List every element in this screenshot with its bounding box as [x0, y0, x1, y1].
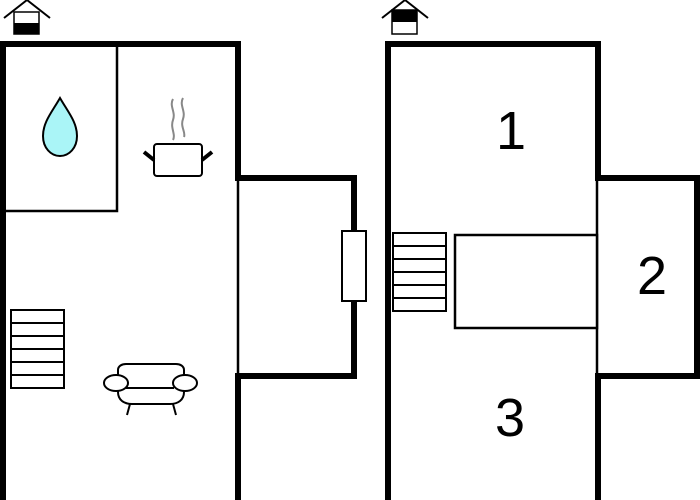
upper-floor-annex-wall	[595, 175, 700, 379]
stair-landing-void	[453, 233, 599, 330]
stairs-icon	[392, 232, 447, 312]
room-label-2: 2	[637, 246, 667, 306]
ground-floor-plan	[0, 0, 367, 500]
bathroom-partition-wall	[3, 44, 119, 213]
upper-floor-outer-wall	[385, 41, 601, 500]
upper-floor-plan: 1 2 3	[381, 0, 700, 500]
kitchen-pot-icon	[142, 97, 214, 177]
house-ground-floor-icon	[3, 0, 51, 35]
stairs-icon	[10, 309, 65, 389]
room-label-3: 3	[495, 388, 525, 448]
window-icon	[341, 230, 367, 302]
living-room-sofa-icon	[103, 363, 198, 416]
ground-floor-outer-wall	[0, 41, 241, 500]
room-label-1: 1	[496, 101, 526, 161]
house-upper-floor-icon	[381, 0, 429, 35]
bathroom-water-drop-icon	[41, 95, 79, 158]
ground-floor-annex-wall	[235, 175, 357, 379]
